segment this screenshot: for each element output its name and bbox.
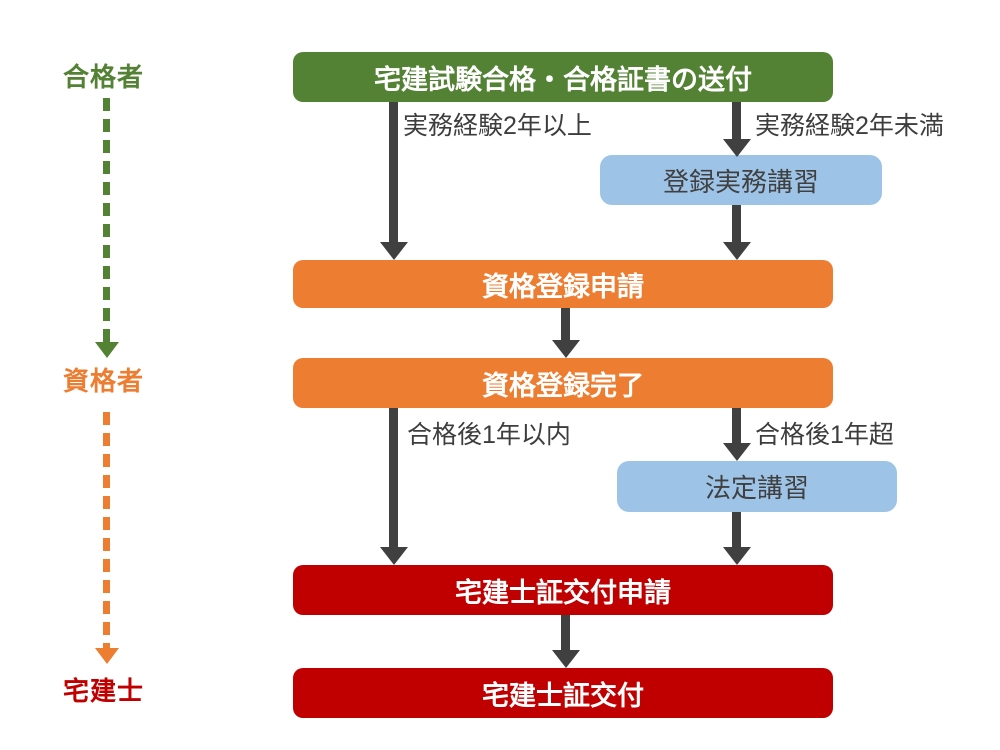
- node-statutory-course: 法定講習: [617, 461, 897, 512]
- arrow-exam-to-practical-course: [732, 102, 741, 139]
- node-registration-application: 資格登録申請: [293, 260, 833, 308]
- branch-label-over-1y: 合格後1年超: [755, 421, 894, 449]
- green-arrowhead-icon: [95, 342, 119, 358]
- branch-label-experience-2y-minus: 実務経験2年未満: [755, 112, 944, 140]
- arrow-application-to-complete: [561, 308, 570, 340]
- node-license-issue: 宅建士証交付: [293, 668, 833, 718]
- arrow-license-application-to-issue: [561, 615, 570, 650]
- arrow-statutory-course-to-license-application: [732, 512, 741, 547]
- stage-label-takkenshi: 宅建士: [63, 676, 145, 706]
- node-license-application: 宅建士証交付申請: [293, 565, 833, 615]
- stage-label-qualified: 資格者: [63, 366, 145, 396]
- orange-arrowhead-icon: [95, 648, 119, 664]
- qualified-to-takkenshi-dashed-arrow: [103, 412, 110, 648]
- arrow-practical-course-to-registration-application: [732, 205, 741, 242]
- branch-label-experience-2y-plus: 実務経験2年以上: [403, 112, 592, 140]
- arrow-complete-to-statutory-course: [732, 408, 741, 443]
- node-registration-practical-course: 登録実務講習: [600, 155, 882, 205]
- stage-label-passer: 合格者: [63, 62, 145, 92]
- passer-to-qualified-dashed-arrow: [103, 98, 110, 342]
- arrow-exam-to-registration-application: [389, 102, 398, 242]
- node-exam-pass: 宅建試験合格・合格証書の送付: [293, 52, 833, 102]
- arrow-complete-to-license-application: [389, 408, 398, 547]
- branch-label-within-1y: 合格後1年以内: [407, 421, 571, 449]
- node-registration-complete: 資格登録完了: [293, 358, 833, 408]
